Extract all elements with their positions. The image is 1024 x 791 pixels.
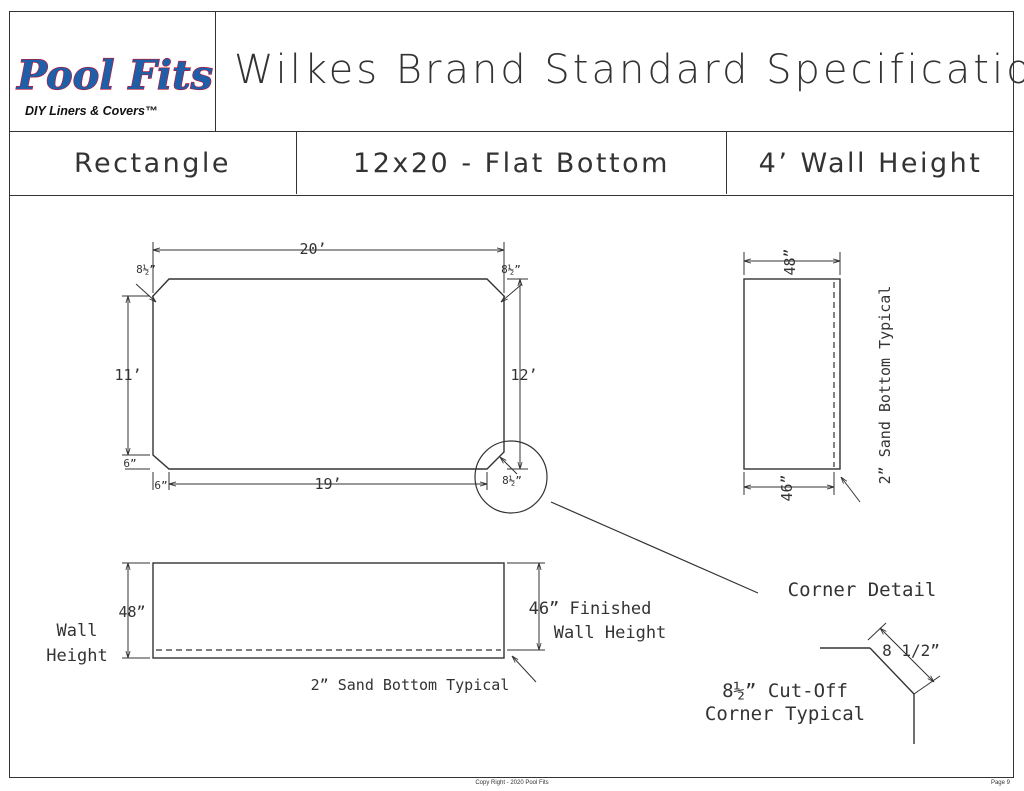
side-wall-label-2: Height <box>46 646 107 666</box>
side-finished-1: 46” Finished <box>529 599 652 619</box>
corner-note-1: 8½” Cut-Off <box>722 680 848 702</box>
pool-fits-logo: Pool Fits DIY Liners & Covers™ <box>15 51 213 118</box>
plan-pool-outline <box>152 278 505 470</box>
side-height: 48” <box>118 603 145 621</box>
footer-copyright: Copy Right - 2020 Pool Fits <box>475 780 549 786</box>
end-view-labels: 48” 46” 2” Sand Bottom Typical <box>778 248 894 501</box>
corner-detail-leader <box>550 501 759 594</box>
plan-top-length: 20’ <box>299 240 326 258</box>
plan-corner-bl-vertical: 6” <box>123 457 136 470</box>
plan-right-length: 12’ <box>510 366 537 384</box>
end-view-outline <box>743 278 841 470</box>
logo-tagline: DIY Liners & Covers™ <box>25 104 157 118</box>
title-box: Wilkes Brand Standard Specification <box>216 11 1024 132</box>
side-sand-note: 2” Sand Bottom Typical <box>311 676 510 694</box>
plan-corner-br: 8½” <box>502 474 522 487</box>
logo-wordmark: Pool Fits <box>16 52 213 99</box>
corner-detail <box>820 622 941 744</box>
plan-corner-tr: 8½” <box>501 263 521 276</box>
plan-labels: 20’ 8½” 8½” 11’ 12’ 6” 6” 19’ 8½” <box>114 240 537 493</box>
footer-page-number: Page 9 <box>990 780 1010 786</box>
page-title: Wilkes Brand Standard Specification <box>234 47 1024 93</box>
corner-detail-callout: Corner Detail <box>788 579 937 601</box>
plan-corner-bl-horizontal: 6” <box>154 479 167 492</box>
plan-left-length: 11’ <box>114 366 141 384</box>
end-top-width: 48” <box>781 248 799 275</box>
corner-detail-labels: Corner Detail 8 1/2” 8½” Cut-Off Corner … <box>705 579 940 725</box>
side-finished-2: Wall Height <box>554 623 667 643</box>
corner-note-2: Corner Typical <box>705 703 865 725</box>
end-sand-note: 2” Sand Bottom Typical <box>876 286 894 485</box>
end-bottom-width: 46” <box>778 474 796 501</box>
spec-shape: Rectangle <box>9 132 297 194</box>
side-view <box>122 562 545 683</box>
side-view-labels: 48” Wall Height 46” Finished Wall Height… <box>46 599 666 694</box>
side-view-outline <box>152 562 505 659</box>
plan-corner-tl: 8½” <box>136 263 156 276</box>
corner-detail-circle <box>474 440 548 514</box>
spec-row: Rectangle 12x20 - Flat Bottom 4’ Wall He… <box>9 132 1014 196</box>
end-view <box>743 252 861 503</box>
plan-view <box>122 242 759 594</box>
logo-box: Pool Fits DIY Liners & Covers™ <box>9 11 216 132</box>
sheet-border <box>9 11 1014 778</box>
plan-bottom-length: 19’ <box>314 475 341 493</box>
side-wall-label-1: Wall <box>57 621 98 641</box>
corner-detail-dimension: 8 1/2” <box>882 641 940 660</box>
spec-size: 12x20 - Flat Bottom <box>297 132 727 194</box>
spec-wall-height: 4’ Wall Height <box>758 147 983 179</box>
